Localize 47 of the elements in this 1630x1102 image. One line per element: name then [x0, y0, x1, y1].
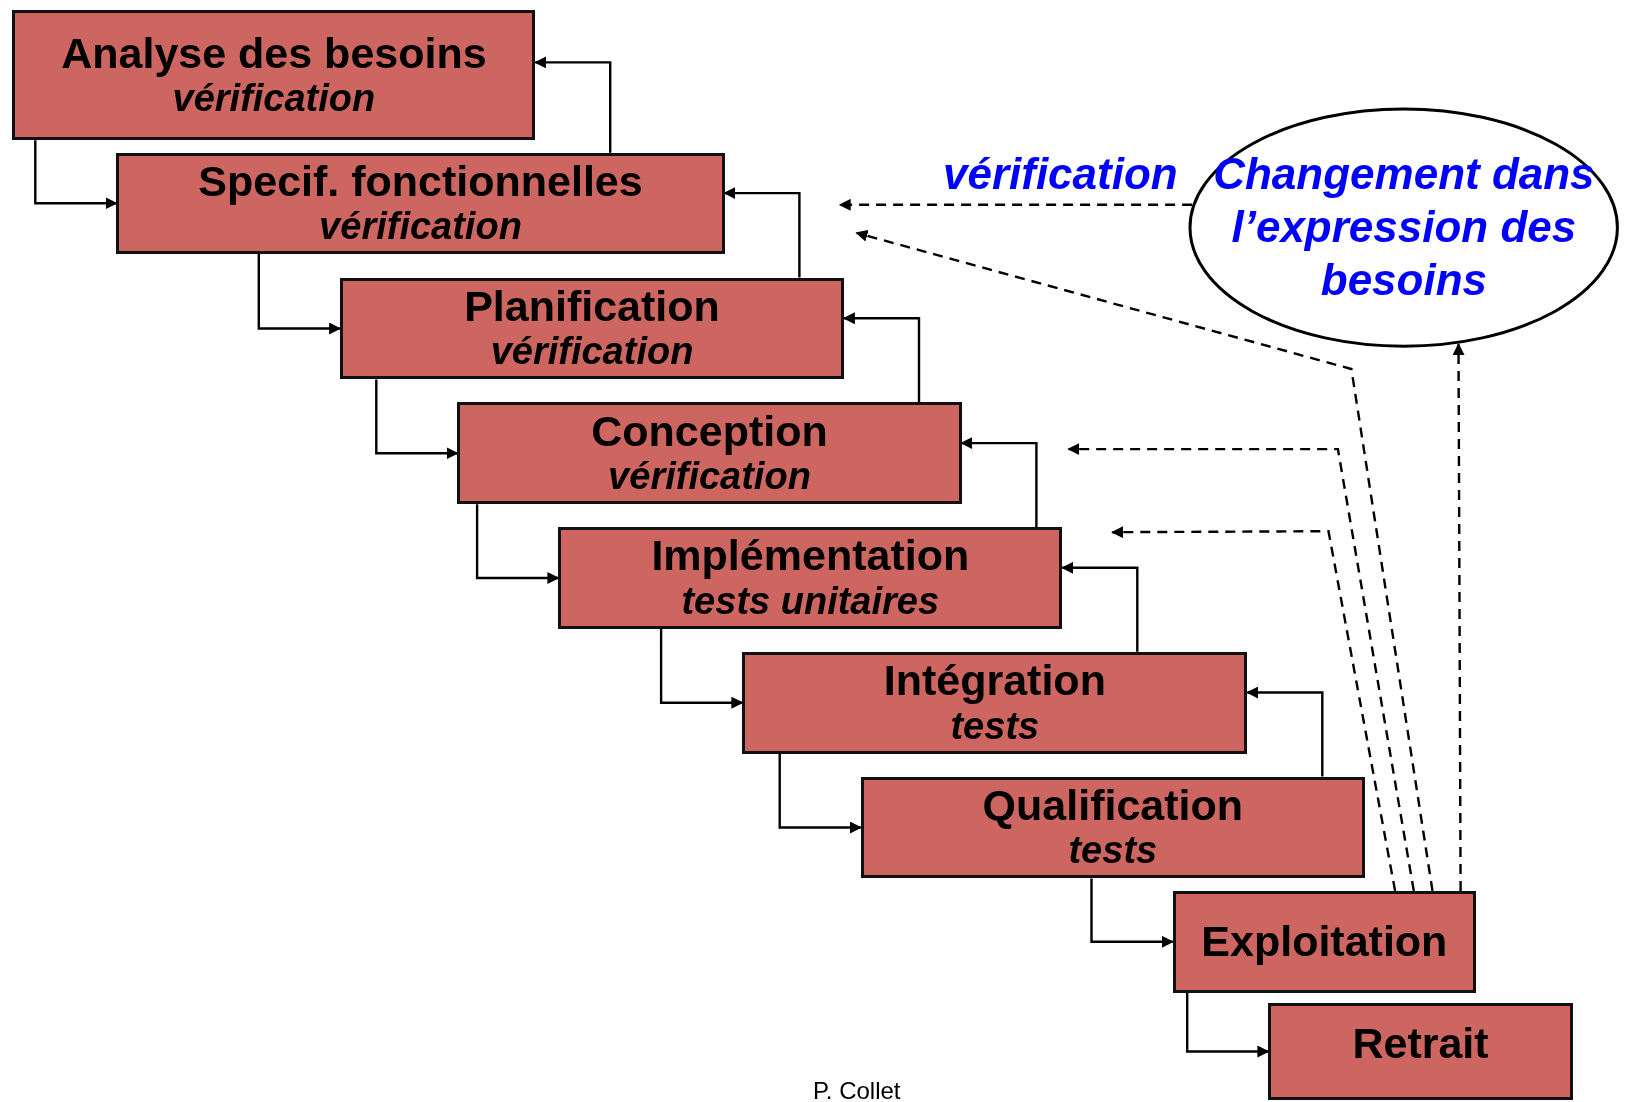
arrow [475, 504, 560, 584]
phase-title: Exploitation [1201, 918, 1448, 966]
ellipse-text: Changement dans l’expression des besoins [1212, 148, 1596, 307]
activity-label: tests [950, 704, 1040, 749]
phase-box [558, 527, 1063, 629]
requirement-change-ellipse [1188, 107, 1620, 349]
phase-box [457, 402, 962, 505]
arrow [960, 437, 1038, 527]
phase-title: Intégration [883, 657, 1106, 705]
phase-title: Conception [591, 407, 828, 456]
dashed-arrow [855, 230, 1434, 892]
activity-label: vérification [172, 77, 376, 121]
arrow [778, 753, 862, 834]
activity-label: vérification [490, 330, 694, 374]
phase-title: Specif. fonctionnelles [198, 157, 643, 206]
activity-label: vérification [608, 455, 811, 499]
dashed-arrow [1111, 526, 1397, 892]
activity-label: tests unitaires [681, 579, 940, 624]
arrow [1061, 561, 1139, 652]
phase-title: Retrait [1352, 1020, 1489, 1068]
phase-box [339, 277, 845, 380]
activity-label: tests [1068, 829, 1158, 873]
dashed-arrow [1067, 443, 1415, 892]
dashed-arrow [1452, 343, 1465, 891]
phase-box [1172, 890, 1477, 993]
phase-box [12, 10, 536, 141]
arrow [1186, 992, 1270, 1058]
arrow [1090, 878, 1174, 948]
phase-box [860, 776, 1365, 879]
arrow [842, 312, 921, 403]
activity-label: vérification [319, 205, 522, 249]
arrow [1246, 686, 1324, 777]
arrow [534, 56, 612, 153]
phase-title: Planification [464, 283, 720, 331]
arrow [723, 187, 801, 278]
phase-title: Qualification [982, 781, 1244, 830]
arrow [34, 140, 118, 210]
phase-box [742, 651, 1248, 754]
phase-box [116, 152, 725, 254]
arrow [659, 628, 744, 709]
author-note: P. Collet [812, 1076, 901, 1102]
phase-box [1268, 1003, 1573, 1100]
arrow [375, 379, 459, 460]
arrow [257, 253, 342, 335]
phase-title: Analyse des besoins [61, 29, 487, 78]
dashed-arrow [838, 198, 1193, 211]
phase-title: Implémentation [651, 532, 970, 580]
